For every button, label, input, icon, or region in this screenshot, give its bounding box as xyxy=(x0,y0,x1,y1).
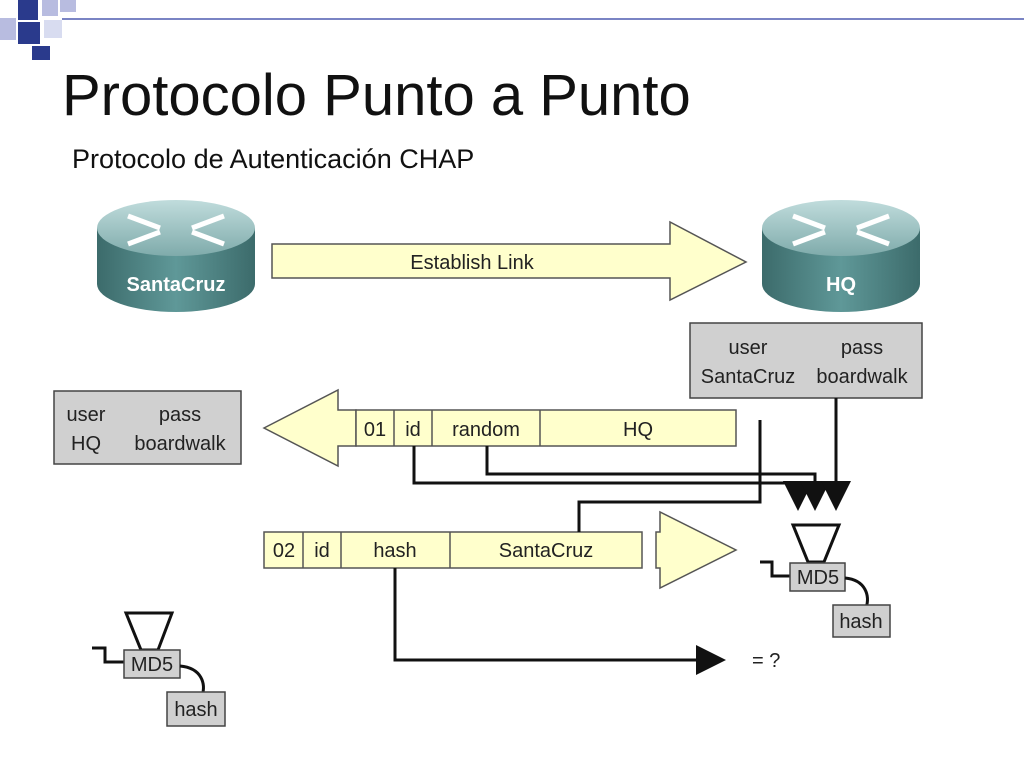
establish-link-arrow: Establish Link xyxy=(271,220,748,302)
router-hq: HQ xyxy=(762,200,920,312)
challenge-field-code: 01 xyxy=(364,419,386,441)
connector-lines xyxy=(393,398,851,675)
hq-user-table: user pass SantaCruz boardwalk xyxy=(689,322,923,399)
corner-square-light-3 xyxy=(44,20,62,38)
hq-table-pass: boardwalk xyxy=(816,366,908,388)
corner-square-navy-2 xyxy=(60,0,76,12)
corner-square-light-1 xyxy=(42,0,58,16)
response-field-id: id xyxy=(314,540,330,562)
md5-funnel-icon xyxy=(790,523,842,564)
corner-square-navy-4 xyxy=(32,46,50,60)
md5-right-label: MD5 xyxy=(797,567,839,589)
hq-table-user: SantaCruz xyxy=(701,366,796,388)
router-arrows-icon xyxy=(792,213,890,247)
santacruz-table-header-pass: pass xyxy=(159,404,201,426)
line-id-to-md5 xyxy=(412,446,813,511)
santacruz-table-pass: boardwalk xyxy=(134,433,226,455)
router-arrows-icon xyxy=(127,213,225,247)
challenge-field-name: HQ xyxy=(623,419,653,441)
response-field-name: SantaCruz xyxy=(499,540,594,562)
santacruz-table-user: HQ xyxy=(71,433,101,455)
slide-subtitle: Protocolo de Autenticación CHAP xyxy=(72,144,475,174)
md5-right-output: hash xyxy=(839,611,882,633)
response-packet: 02 id hash SantaCruz xyxy=(263,510,738,590)
line-random-to-md5 xyxy=(485,446,830,511)
router-label-santacruz: SantaCruz xyxy=(127,274,226,296)
response-field-code: 02 xyxy=(273,540,295,562)
md5-left-label: MD5 xyxy=(131,654,173,676)
md5-left-output: hash xyxy=(174,699,217,721)
corner-square-navy-3 xyxy=(18,22,40,44)
establish-link-label: Establish Link xyxy=(410,252,534,274)
compare-label: = ? xyxy=(752,650,780,672)
corner-square-navy-1 xyxy=(18,0,38,20)
santacruz-user-table: user pass HQ boardwalk xyxy=(53,390,242,465)
response-field-hash: hash xyxy=(373,540,416,562)
header-rule xyxy=(62,18,1024,20)
md5-funnel-icon xyxy=(123,611,175,652)
corner-square-light-2 xyxy=(0,18,16,40)
md5-right: MD5 hash xyxy=(760,523,891,638)
slide-title: Protocolo Punto a Punto xyxy=(62,63,691,128)
line-hash-to-compare xyxy=(393,568,726,675)
hq-table-header-pass: pass xyxy=(841,337,883,359)
challenge-field-id: id xyxy=(405,419,421,441)
challenge-field-random: random xyxy=(452,419,520,441)
challenge-packet: 01 id random HQ xyxy=(262,388,737,468)
line-name-to-response xyxy=(577,420,762,532)
md5-left: MD5 hash xyxy=(92,611,226,727)
router-santacruz: SantaCruz xyxy=(97,200,255,312)
router-label-hq: HQ xyxy=(826,274,856,296)
santacruz-table-header-user: user xyxy=(67,404,106,426)
hq-table-header-user: user xyxy=(729,337,768,359)
